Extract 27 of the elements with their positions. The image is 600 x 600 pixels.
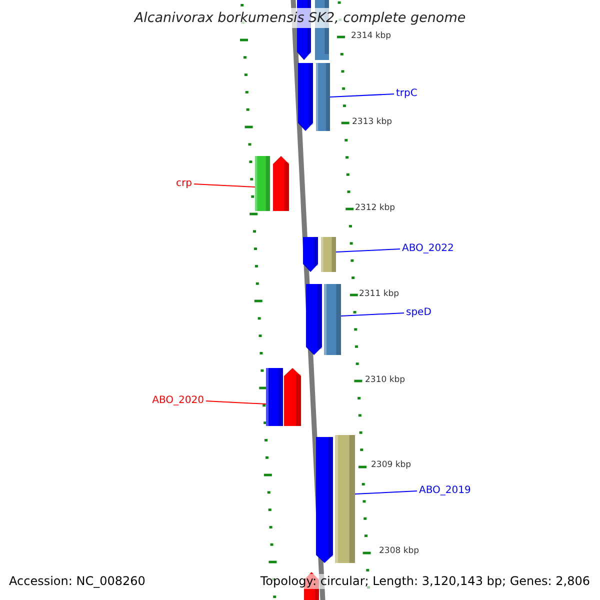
gene-label: ABO_2019 xyxy=(419,485,471,497)
gene-label: ABO_2020 xyxy=(152,395,204,407)
leader-line xyxy=(340,312,404,316)
scale-label: 2310 kbp xyxy=(365,375,406,386)
gene-feature xyxy=(321,237,336,272)
gene-label: crp xyxy=(176,178,192,190)
leader-line xyxy=(330,94,394,98)
scale-label: 2311 kbp xyxy=(359,289,400,300)
gene-feature xyxy=(335,435,355,563)
gene-feature xyxy=(255,156,270,211)
gene-feature xyxy=(266,368,283,426)
scale-label: 2313 kbp xyxy=(352,117,392,128)
gene-label: trpC xyxy=(396,88,418,100)
genome-info-text: Topology: circular; Length: 3,120,143 bp; Genes: 2,806 xyxy=(260,574,590,589)
leader-line xyxy=(336,248,400,252)
leader-line xyxy=(194,184,256,188)
gene-feature xyxy=(324,284,341,355)
leader-line xyxy=(206,400,266,404)
scale-label: 2312 kbp xyxy=(355,203,396,214)
scale-label: 2308 kbp xyxy=(379,546,420,557)
gene-feature xyxy=(316,63,330,131)
accession-text: Accession: NC_008260 xyxy=(9,574,146,589)
leader-line xyxy=(354,490,418,494)
gene-label: ABO_2022 xyxy=(402,243,454,255)
scale-label: 2314 kbp xyxy=(351,31,392,42)
scale-label: 2309 kbp xyxy=(371,460,412,471)
gene-label: speD xyxy=(406,307,432,319)
